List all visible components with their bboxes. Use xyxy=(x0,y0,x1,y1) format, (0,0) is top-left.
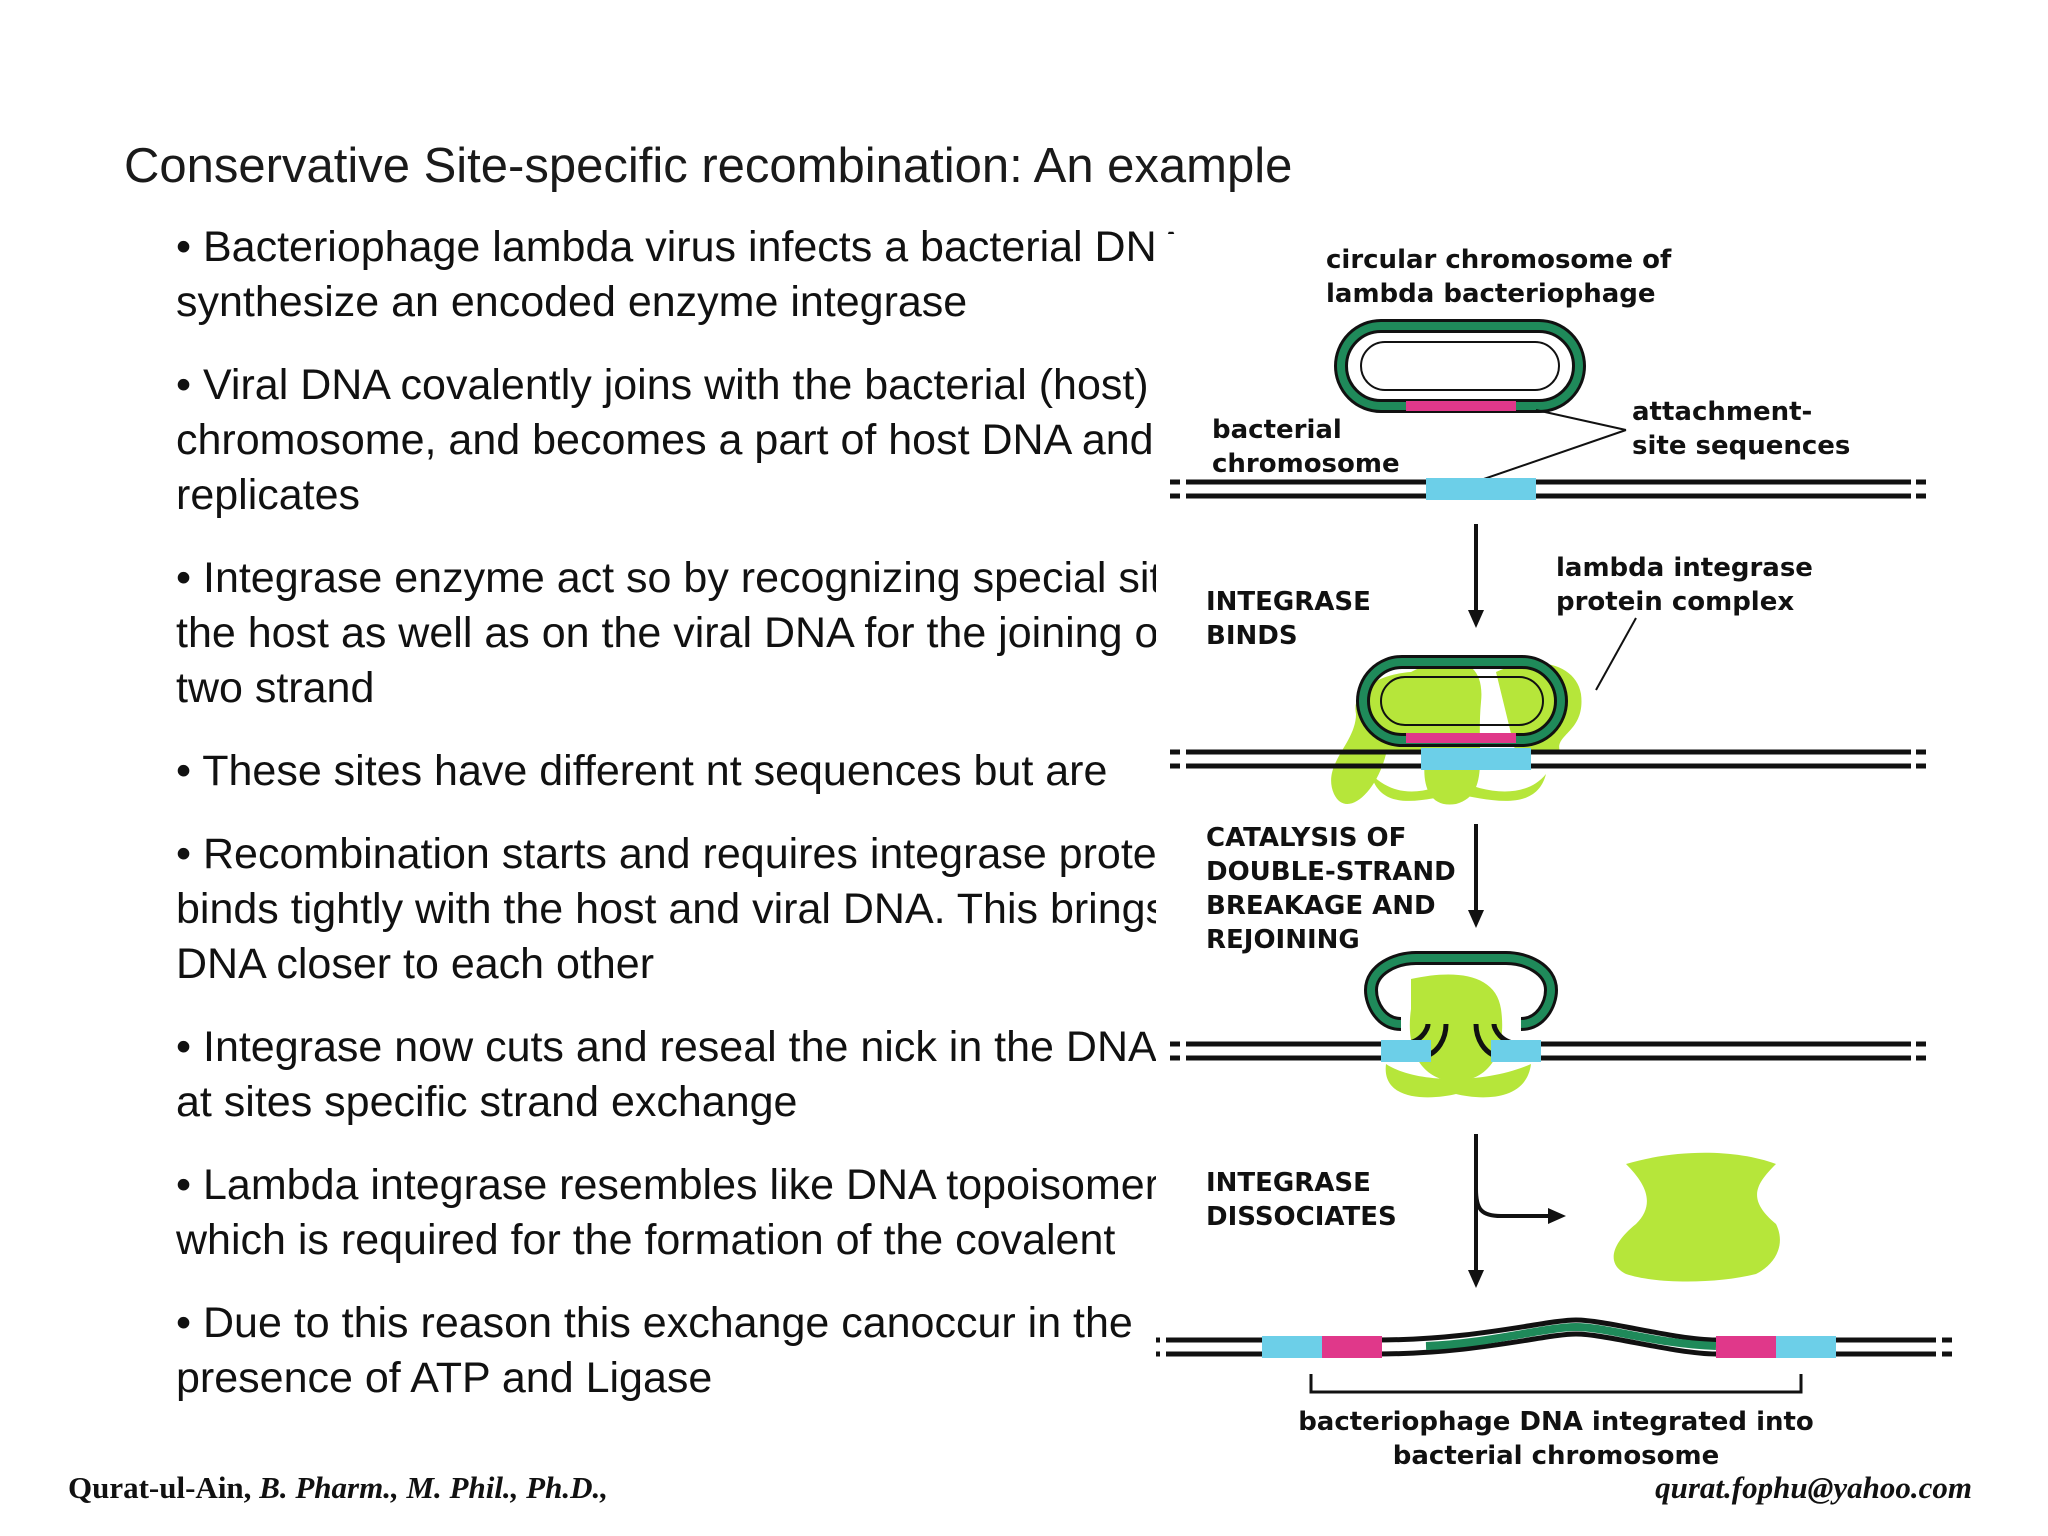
bullet-item: • Bacteriophage lambda virus infects a b… xyxy=(176,220,1176,330)
bullet-line: • Integrase enzyme act so by recognizing… xyxy=(176,554,1176,602)
label-lambda-integrase-1: lambda integrase xyxy=(1556,553,1813,583)
strand-exchange-stage-3 xyxy=(1170,951,1926,1098)
label-catalysis-3: BREAKAGE AND xyxy=(1206,891,1436,921)
bullet-item: • Lambda integrase resembles like DNA to… xyxy=(176,1158,1176,1268)
bacterial-chromosome-1 xyxy=(1170,478,1926,500)
bullet-line: replicates xyxy=(176,471,361,519)
bullet-line: • Due to this reason this exchange canoc… xyxy=(176,1299,1133,1347)
label-circular-chromosome-1: circular chromosome of xyxy=(1326,245,1672,275)
label-circular-chromosome-2: lambda bacteriophage xyxy=(1326,279,1656,309)
bullet-line: which is required for the formation of t… xyxy=(176,1216,1116,1264)
bullet-item: • Integrase now cuts and reseal the nick… xyxy=(176,1020,1176,1130)
bullet-line: synthesize an encoded enzyme integrase xyxy=(176,278,968,326)
bullet-item: • Due to this reason this exchange canoc… xyxy=(176,1296,1176,1406)
bullet-line: • These sites have different nt sequence… xyxy=(176,747,1108,795)
bullet-line: the host as well as on the viral DNA for… xyxy=(176,609,1171,657)
bullet-item: • Recombination starts and requires inte… xyxy=(176,827,1176,992)
bullet-item: • Viral DNA covalently joins with the ba… xyxy=(176,358,1176,523)
recombination-diagram-svg: circular chromosome of lambda bacterioph… xyxy=(1156,245,1952,1471)
bullet-line: chromosome, and becomes a part of host D… xyxy=(176,416,1154,464)
free-integrase xyxy=(1613,1152,1780,1282)
bullet-line: binds tightly with the host and viral DN… xyxy=(176,885,1176,933)
label-integrase-dissociates-1: INTEGRASE xyxy=(1206,1168,1371,1198)
label-catalysis-1: CATALYSIS OF xyxy=(1206,823,1406,853)
integration-bracket xyxy=(1309,1374,1803,1394)
footer-author: Qurat-ul-Ain, B. Pharm., M. Phil., Ph.D.… xyxy=(68,1470,608,1506)
bullet-line: • Recombination starts and requires inte… xyxy=(176,830,1176,878)
label-bacterial-1: bacterial xyxy=(1212,415,1342,445)
label-lambda-integrase-2: protein complex xyxy=(1556,587,1794,617)
label-integrase-binds-2: BINDS xyxy=(1206,621,1298,651)
label-integrase-binds-1: INTEGRASE xyxy=(1206,587,1371,617)
label-catalysis-2: DOUBLE-STRAND xyxy=(1206,857,1456,887)
recombination-diagram: circular chromosome of lambda bacterioph… xyxy=(1156,234,1968,1474)
bullet-line: • Integrase now cuts and reseal the nick… xyxy=(176,1023,1157,1071)
bullet-list: • Bacteriophage lambda virus infects a b… xyxy=(176,220,1176,1434)
author-name: Qurat-ul-Ain, xyxy=(68,1470,252,1505)
bullet-line: two strand xyxy=(176,664,375,712)
phage-chromosome-circle xyxy=(1334,319,1586,413)
author-degrees: B. Pharm., M. Phil., Ph.D., xyxy=(251,1470,608,1505)
slide-title: Conservative Site-specific recombination… xyxy=(124,139,1293,193)
bullet-line: • Lambda integrase resembles like DNA to… xyxy=(176,1161,1176,1209)
label-attachment-1: attachment- xyxy=(1632,397,1812,427)
label-attachment-2: site sequences xyxy=(1632,431,1850,461)
footer-email: qurat.fophu@yahoo.com xyxy=(1655,1470,1972,1505)
label-bacterial-2: chromosome xyxy=(1212,449,1400,479)
integrated-chromosome xyxy=(1156,1317,1952,1358)
bullet-line: • Bacteriophage lambda virus infects a b… xyxy=(176,223,1176,271)
label-integrated-1: bacteriophage DNA integrated into xyxy=(1298,1407,1814,1437)
bullet-line: • Viral DNA covalently joins with the ba… xyxy=(176,361,1149,409)
integrase-complex-stage-2 xyxy=(1170,655,1926,805)
label-integrated-2: bacterial chromosome xyxy=(1393,1441,1720,1471)
bullet-line: presence of ATP and Ligase xyxy=(176,1354,713,1402)
bullet-line: at sites specific strand exchange xyxy=(176,1078,798,1126)
label-catalysis-4: REJOINING xyxy=(1206,925,1360,955)
bullet-line: DNA closer to each other xyxy=(176,940,655,988)
label-integrase-dissociates-2: DISSOCIATES xyxy=(1206,1202,1397,1232)
bullet-item: • These sites have different nt sequence… xyxy=(176,744,1176,799)
bullet-item: • Integrase enzyme act so by recognizing… xyxy=(176,551,1176,716)
